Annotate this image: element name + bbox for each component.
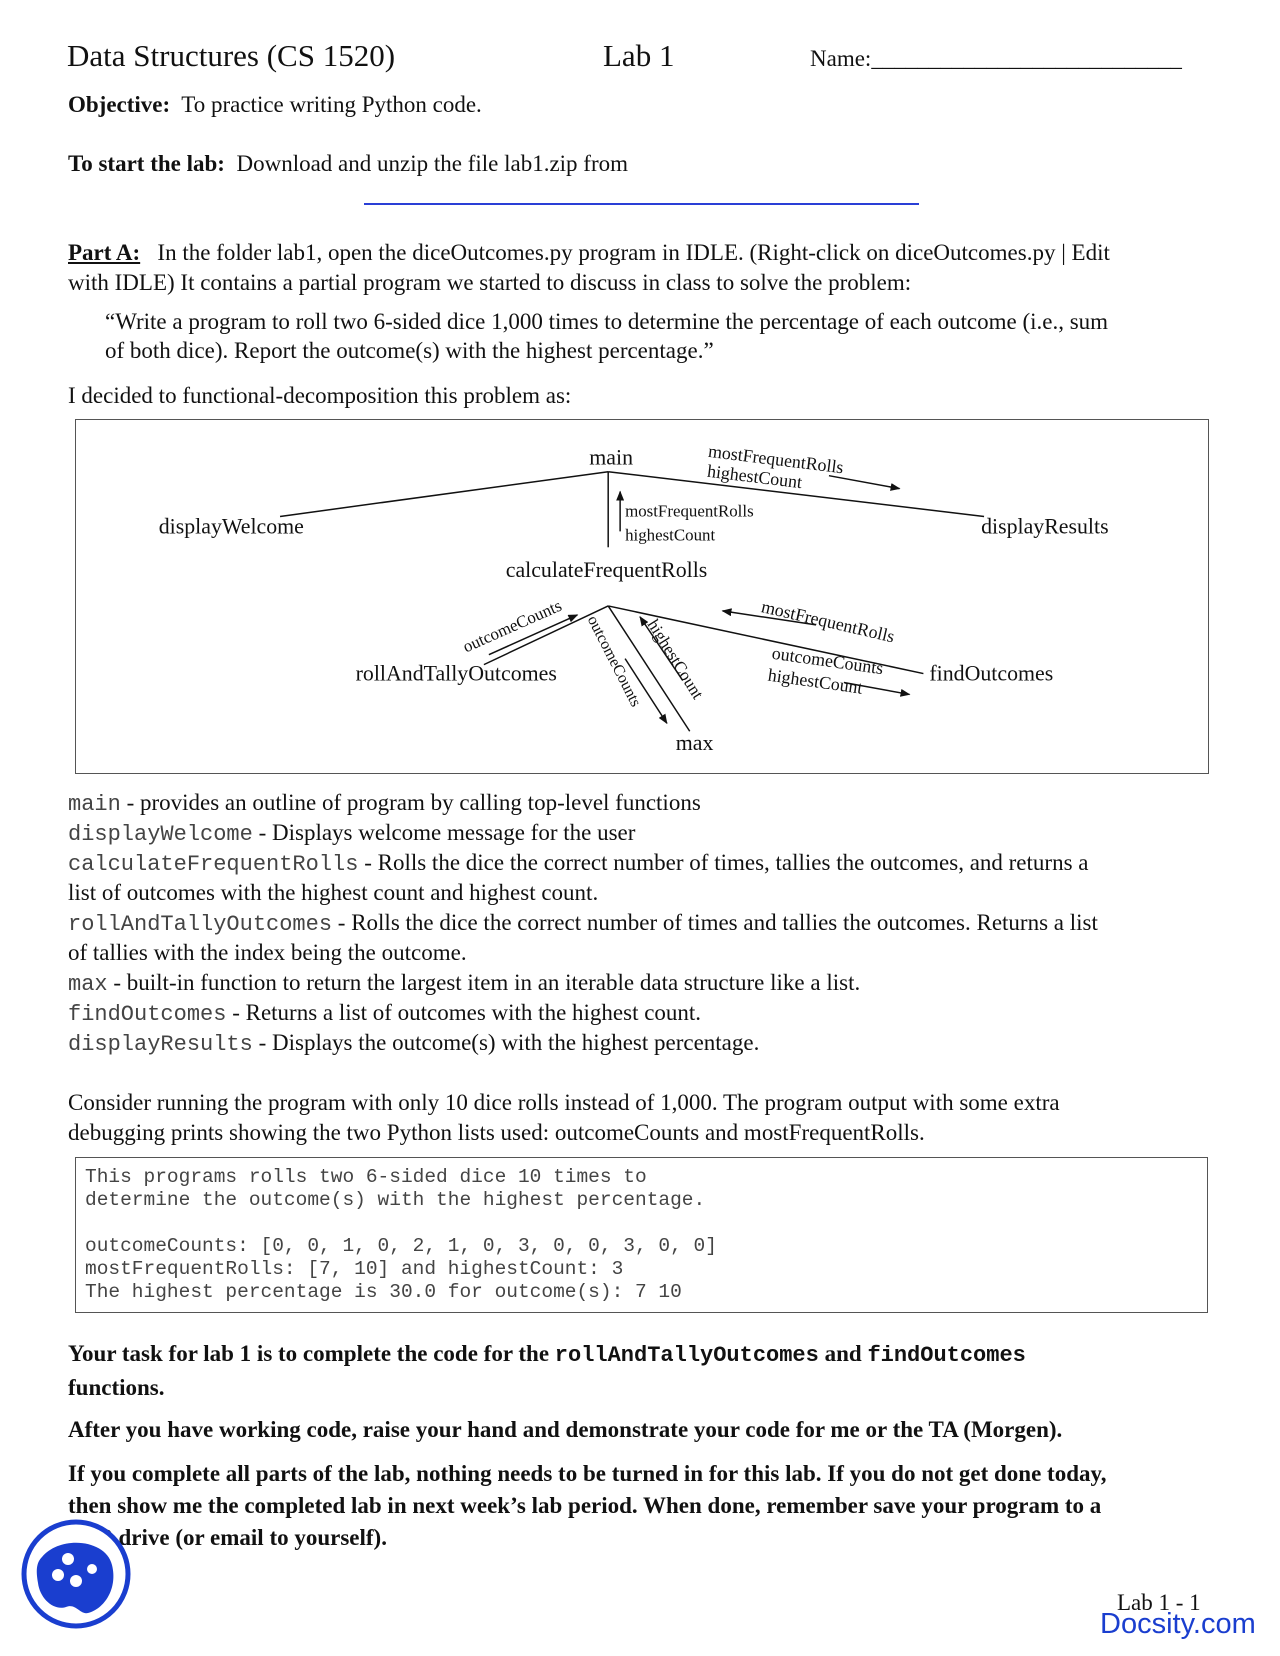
objective-line: Objective: To practice writing Python co… <box>68 92 482 118</box>
arrow-main-to-results <box>828 474 901 491</box>
edge-calc-max <box>607 605 691 732</box>
node-main: main <box>589 446 633 470</box>
part-a-label: Part A: <box>68 240 141 265</box>
node-find-outcomes: findOutcomes <box>929 662 1053 686</box>
docsity-logo-icon[interactable] <box>20 1517 132 1631</box>
consider-line1: Consider running the program with only 1… <box>68 1090 1060 1115</box>
complete-line3: USB drive (or email to yourself). <box>68 1525 387 1550</box>
arrow-find-to-calc <box>721 608 817 626</box>
arrow-calc-to-max <box>624 658 668 725</box>
arrow-calc-to-find <box>843 681 911 697</box>
description-line: rollAndTallyOutcomes - Rolls the dice th… <box>68 908 1228 938</box>
task-fn2: findOutcomes <box>867 1343 1026 1368</box>
function-description: list of outcomes with the highest count … <box>68 880 599 905</box>
edge-main-results <box>608 470 985 518</box>
complete-line2: then show me the completed lab in next w… <box>68 1493 1102 1518</box>
page-number: Lab 1 - 1 <box>1117 1590 1201 1615</box>
node-display-welcome: displayWelcome <box>159 514 304 538</box>
task-paragraph: Your task for lab 1 is to complete the c… <box>68 1338 1218 1404</box>
name-label: Name: <box>810 46 872 71</box>
complete-line1: If you complete all parts of the lab, no… <box>68 1461 1107 1486</box>
label-oc-max: outcomeCounts <box>584 613 644 710</box>
docsity-brand[interactable]: Docsity.com <box>1100 1608 1256 1640</box>
program-output: This programs rolls two 6-sided dice 10 … <box>75 1157 1208 1313</box>
label-hc-mid: highestCount <box>625 525 715 544</box>
function-name: rollAndTallyOutcomes <box>68 912 333 937</box>
function-description: of tallies with the index being the outc… <box>68 940 467 965</box>
description-line: max - built-in function to return the la… <box>68 968 1228 998</box>
label-mfr-mid: mostFrequentRolls <box>625 501 754 520</box>
part-a-text1: In the folder lab1, open the diceOutcome… <box>157 240 1110 265</box>
edge-calc-tally <box>483 605 609 666</box>
start-label: To start the lab: <box>68 151 225 176</box>
label-mfr-right: mostFrequentRolls <box>759 596 896 646</box>
task-text: Your task for lab 1 is to complete the c… <box>68 1341 555 1366</box>
description-line: displayWelcome - Displays welcome messag… <box>68 818 1228 848</box>
description-line: displayResults - Displays the outcome(s)… <box>68 1028 1228 1058</box>
problem-quote-1: “Write a program to roll two 6-sided dic… <box>105 309 1109 334</box>
lab-title: Lab 1 <box>603 38 675 73</box>
node-display-results: displayResults <box>981 514 1109 538</box>
function-descriptions: main - provides an outline of program by… <box>68 788 1228 1058</box>
function-description: - Displays welcome message for the user <box>252 820 636 845</box>
edge-main-welcome <box>279 470 609 518</box>
course-title: Data Structures (CS 1520) <box>67 38 396 73</box>
edge-calc-find <box>608 605 924 675</box>
part-a-line2: with IDLE) It contains a partial program… <box>68 270 912 295</box>
node-roll-and-tally: rollAndTallyOutcomes <box>356 662 557 686</box>
function-name: main <box>68 792 121 817</box>
node-calculate-frequent-rolls: calculateFrequentRolls <box>506 558 708 582</box>
description-line: main - provides an outline of program by… <box>68 788 1228 818</box>
name-field: Name:___________________________ <box>810 46 1182 72</box>
function-name: displayWelcome <box>68 822 253 847</box>
consider-line2: debugging prints showing the two Python … <box>68 1120 925 1145</box>
start-line: To start the lab: Download and unzip the… <box>68 151 628 177</box>
task-functions: functions. <box>68 1375 165 1400</box>
function-description: - Displays the outcome(s) with the highe… <box>252 1030 760 1055</box>
function-description: - Returns a list of outcomes with the hi… <box>226 1000 702 1025</box>
problem-quote-2: of both dice). Report the outcome(s) wit… <box>105 338 714 363</box>
objective-label: Objective: <box>68 92 171 117</box>
name-blank: ___________________________ <box>871 46 1182 71</box>
description-line: of tallies with the index being the outc… <box>68 938 1228 968</box>
start-text: Download and unzip the file lab1.zip fro… <box>236 151 628 176</box>
after-paragraph: After you have working code, raise your … <box>68 1417 1063 1442</box>
function-description: - provides an outline of program by call… <box>120 790 701 815</box>
decomposition-diagram: main displayWelcome displayResults calcu… <box>75 419 1209 774</box>
complete-paragraph: If you complete all parts of the lab, no… <box>68 1458 1218 1554</box>
part-a-line1: Part A: In the folder lab1, open the dic… <box>68 240 1110 266</box>
description-line: findOutcomes - Returns a list of outcome… <box>68 998 1228 1028</box>
label-hc-max: highestCount <box>644 616 708 703</box>
label-oc-left: outcomeCounts <box>460 596 565 656</box>
function-description: - Rolls the dice the correct number of t… <box>358 850 1089 875</box>
function-name: calculateFrequentRolls <box>68 852 359 877</box>
function-description: - Rolls the dice the correct number of t… <box>332 910 1098 935</box>
decomposition-intro: I decided to functional-decomposition th… <box>68 383 572 408</box>
objective-text: To practice writing Python code. <box>181 92 482 117</box>
function-name: findOutcomes <box>68 1002 227 1027</box>
arrow-tally-to-calc <box>488 614 579 656</box>
task-fn1: rollAndTallyOutcomes <box>554 1343 819 1368</box>
description-line: calculateFrequentRolls - Rolls the dice … <box>68 848 1228 878</box>
function-name: displayResults <box>68 1032 253 1057</box>
node-max: max <box>676 731 714 755</box>
arrow-max-to-calc <box>639 616 684 681</box>
function-name: max <box>68 972 108 997</box>
task-and: and <box>818 1341 868 1366</box>
function-description: - built-in function to return the larges… <box>107 970 861 995</box>
description-line: list of outcomes with the highest count … <box>68 878 1228 908</box>
download-link[interactable] <box>364 203 919 205</box>
